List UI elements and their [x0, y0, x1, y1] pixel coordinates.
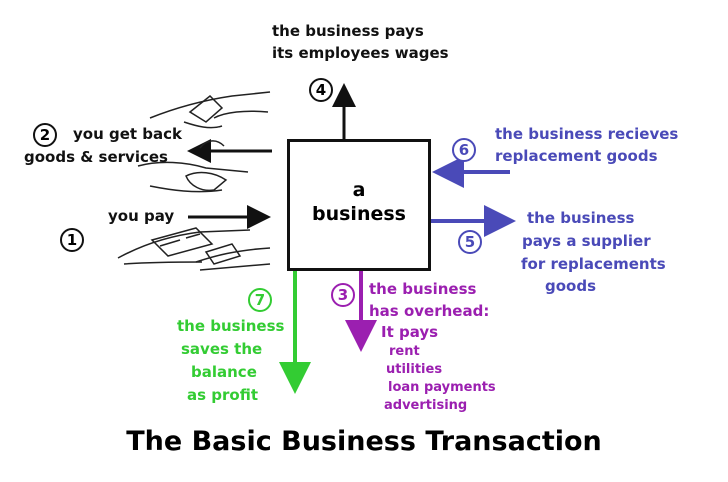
- step-number-6: 6: [452, 138, 476, 162]
- overhead-line3: It pays: [381, 323, 439, 341]
- overhead-item-advertising: advertising: [384, 398, 468, 413]
- profit-line1: the business: [177, 317, 285, 335]
- hands-goods-sketch: [137, 91, 271, 193]
- overhead-line1: the business: [369, 280, 477, 298]
- hands-money-sketch: [117, 227, 271, 271]
- wages-label: the business pays its employees wages: [272, 20, 449, 64]
- overhead-line2: has overhead:: [369, 302, 490, 320]
- wages-label-line1: the business pays: [272, 22, 424, 40]
- business-box-line1: a: [352, 179, 366, 201]
- diagram-title: The Basic Business Transaction: [126, 426, 602, 457]
- receives-goods-line2: replacement goods: [495, 147, 658, 165]
- step-number-2: 2: [33, 123, 57, 147]
- overhead-item-utilities: utilities: [386, 362, 443, 377]
- business-box: a business: [287, 139, 431, 271]
- goods-back-line2: goods & services: [24, 148, 168, 166]
- step-number-4: 4: [309, 78, 333, 102]
- pays-supplier-line2: pays a supplier: [522, 232, 651, 250]
- overhead-item-rent: rent: [389, 344, 420, 359]
- step-number-1: 1: [60, 228, 84, 252]
- step-number-5: 5: [458, 230, 482, 254]
- pays-supplier-line4: goods: [545, 277, 597, 295]
- pays-supplier-line3: for replacements: [521, 255, 666, 273]
- wages-label-line2: its employees wages: [272, 44, 449, 62]
- receives-goods-line1: the business recieves: [495, 125, 679, 143]
- step-number-7: 7: [248, 288, 272, 312]
- profit-line4: as profit: [187, 386, 259, 404]
- business-box-line2: business: [312, 203, 406, 225]
- profit-line2: saves the: [181, 340, 263, 358]
- you-pay-label: you pay: [108, 207, 175, 225]
- profit-line3: balance: [191, 363, 257, 381]
- step-number-3: 3: [331, 283, 355, 307]
- goods-back-line1: you get back: [73, 125, 183, 143]
- pays-supplier-line1: the business: [527, 209, 635, 227]
- receives-goods-label: the business recieves replacement goods: [495, 123, 678, 167]
- overhead-item-loan-payments: loan payments: [388, 380, 496, 395]
